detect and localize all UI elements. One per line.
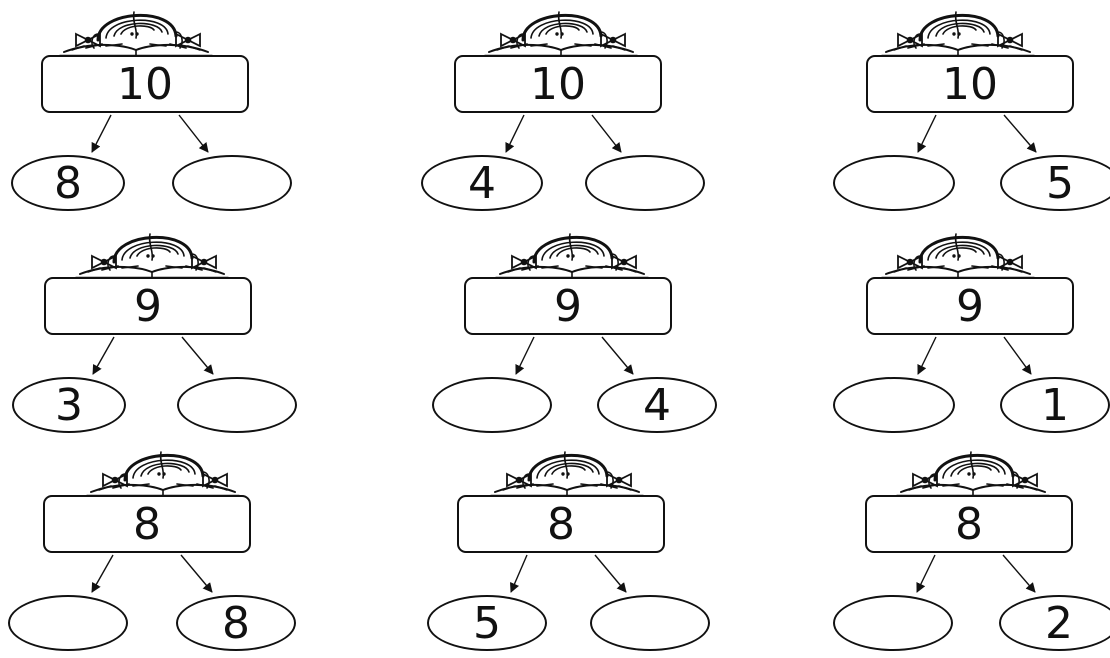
part-right-circle[interactable]: [177, 377, 297, 433]
arrow-left: [918, 115, 936, 152]
part-left-circle[interactable]: [833, 377, 955, 433]
part-right-circle[interactable]: 4: [597, 377, 717, 433]
arrow-left: [511, 555, 527, 592]
arrow-left: [93, 337, 114, 374]
arrow-left: [506, 115, 524, 152]
arrow-right: [592, 115, 621, 152]
arrow-right: [602, 337, 633, 374]
arrow-left: [92, 555, 113, 592]
arrow-left: [917, 555, 935, 592]
arrow-right: [182, 337, 213, 374]
part-left-circle[interactable]: 3: [12, 377, 126, 433]
part-left-circle[interactable]: 8: [11, 155, 125, 211]
arrow-right: [1004, 115, 1036, 152]
arrow-right: [181, 555, 212, 592]
part-right-circle[interactable]: 1: [1000, 377, 1110, 433]
arrow-left: [516, 337, 534, 374]
part-right-circle[interactable]: [590, 595, 710, 651]
part-left-circle[interactable]: [833, 155, 955, 211]
part-right-circle[interactable]: [172, 155, 292, 211]
part-left-circle[interactable]: 4: [421, 155, 543, 211]
part-left-circle[interactable]: [432, 377, 552, 433]
arrow-left: [92, 115, 111, 152]
part-left-circle[interactable]: [833, 595, 953, 651]
part-left-circle[interactable]: 5: [427, 595, 547, 651]
part-right-circle[interactable]: [585, 155, 705, 211]
arrow-right: [1003, 555, 1035, 592]
part-left-circle[interactable]: [8, 595, 128, 651]
part-right-circle[interactable]: 5: [1000, 155, 1110, 211]
arrow-right: [595, 555, 626, 592]
arrow-right: [1004, 337, 1031, 374]
part-right-circle[interactable]: 8: [176, 595, 296, 651]
arrow-right: [179, 115, 208, 152]
part-right-circle[interactable]: 2: [999, 595, 1110, 651]
arrow-left: [918, 337, 936, 374]
